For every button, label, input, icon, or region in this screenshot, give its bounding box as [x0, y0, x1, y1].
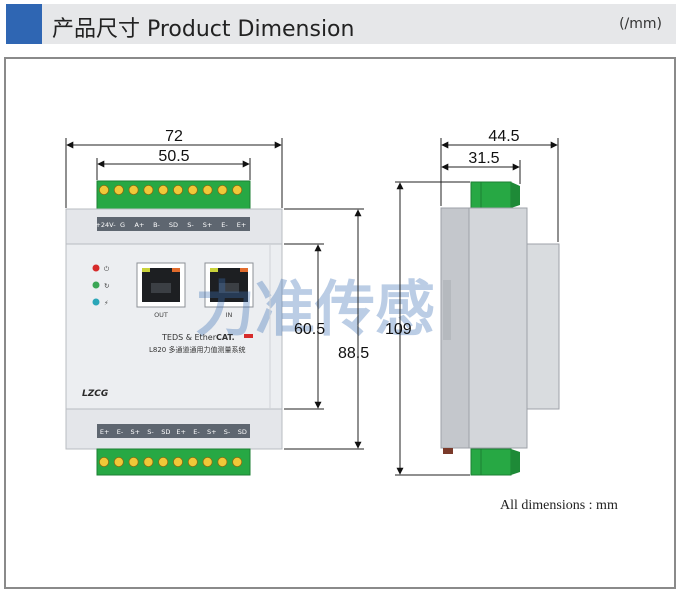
- side-bottom-terminal-face: [511, 449, 520, 475]
- dim-label-50: 50.5: [158, 148, 189, 165]
- terminal-screw: [202, 184, 213, 195]
- terminal-screw: [158, 184, 169, 195]
- bottom-label-strip: [97, 424, 250, 438]
- top-terminal-block: [96, 180, 251, 210]
- dim-label-72: 72: [165, 128, 183, 145]
- terminal-label: S-: [187, 221, 194, 229]
- dim-label-88: 88.5: [338, 345, 369, 362]
- bottom-terminal-screws: [99, 456, 243, 467]
- terminal-label: +24V-: [95, 221, 116, 229]
- terminal-screw: [217, 184, 228, 195]
- terminal-screw: [128, 184, 139, 195]
- port-in-label: IN: [226, 311, 233, 319]
- terminal-screw: [99, 184, 110, 195]
- terminal-label: E-: [117, 428, 124, 436]
- side-view: [440, 181, 560, 476]
- run-led: [92, 281, 100, 289]
- terminal-screw: [217, 456, 228, 467]
- terminal-screw: [113, 456, 124, 467]
- terminal-screw: [187, 456, 198, 467]
- dim-label-109: 109: [385, 321, 412, 338]
- network-led: [92, 298, 100, 306]
- terminal-label: A+: [135, 221, 145, 229]
- ethernet-port-out: [136, 262, 186, 308]
- terminal-label: E-: [193, 428, 200, 436]
- terminal-screw: [232, 184, 243, 195]
- brand-logo: LZCG: [82, 389, 108, 399]
- teds-ethercat-text: TEDS & EtherCAT.: [161, 333, 235, 342]
- power-icon: ⏻: [104, 265, 109, 273]
- terminal-label: S-: [147, 428, 154, 436]
- terminal-label: S+: [130, 428, 140, 436]
- terminal-label: S+: [203, 221, 213, 229]
- terminal-screw: [128, 456, 139, 467]
- dim-label-31: 31.5: [468, 150, 499, 167]
- top-terminal-labels: +24V- G A+ B- SD S- S+ E- E+: [95, 221, 246, 229]
- terminal-label: S-: [224, 428, 231, 436]
- port-out-label: OUT: [154, 311, 168, 319]
- side-clip-slot: [443, 280, 451, 340]
- top-terminal-screws: [99, 184, 243, 195]
- terminal-label: B-: [153, 221, 160, 229]
- terminal-label: E+: [237, 221, 247, 229]
- terminal-screw: [172, 184, 183, 195]
- terminal-screw: [172, 456, 183, 467]
- header-accent-bar: [6, 4, 42, 44]
- terminal-label: E-: [221, 221, 228, 229]
- terminal-label: G: [120, 221, 125, 229]
- terminal-label: S+: [207, 428, 217, 436]
- terminal-screw: [143, 456, 154, 467]
- power-led: [92, 264, 100, 272]
- bottom-terminal-labels: E+ E- S+ S- SD E+ E- S+ S- SD: [100, 428, 247, 436]
- terminal-screw: [232, 456, 243, 467]
- terminal-label: E+: [100, 428, 110, 436]
- teds-text: TEDS & Ether: [161, 333, 217, 342]
- run-icon: ↻: [104, 282, 109, 290]
- side-top-terminal: [470, 181, 512, 209]
- ethercat-text: CAT.: [216, 333, 235, 342]
- front-dimensions: 72 50.5 60.5 88.5: [65, 128, 369, 450]
- section-title: 产品尺寸 Product Dimension: [52, 17, 355, 42]
- ethercat-logo-mark: [244, 334, 253, 338]
- side-latch: [443, 448, 453, 454]
- dimensions-note: All dimensions : mm: [500, 498, 618, 513]
- side-top-terminal-face: [511, 182, 520, 208]
- network-icon: ⚡: [104, 299, 109, 307]
- terminal-screw: [187, 184, 198, 195]
- terminal-label: E+: [176, 428, 186, 436]
- terminal-screw: [99, 456, 110, 467]
- terminal-label: SD: [169, 221, 178, 229]
- terminal-screw: [158, 456, 169, 467]
- front-view: +24V- G A+ B- SD S- S+ E- E+ E+ E- S+ S- SD E+ E- S+ S- S…: [65, 180, 435, 476]
- terminal-screw: [143, 184, 154, 195]
- side-bottom-terminal: [470, 448, 512, 476]
- terminal-label: SD: [238, 428, 247, 436]
- terminal-screw: [202, 456, 213, 467]
- top-label-strip: [97, 217, 250, 231]
- side-din-rail-housing: [526, 243, 560, 410]
- ethernet-port-in: [204, 262, 254, 308]
- unit-label: (/mm): [619, 16, 662, 32]
- dim-label-44: 44.5: [488, 128, 519, 145]
- model-text: L820 多通道通用力值测量系统: [149, 345, 246, 354]
- dim-label-60: 60.5: [294, 321, 325, 338]
- terminal-screw: [113, 184, 124, 195]
- section-header: 产品尺寸 Product Dimension (/mm): [6, 4, 676, 44]
- side-dimensions: 44.5 31.5 109: [385, 128, 559, 476]
- terminal-label: SD: [161, 428, 170, 436]
